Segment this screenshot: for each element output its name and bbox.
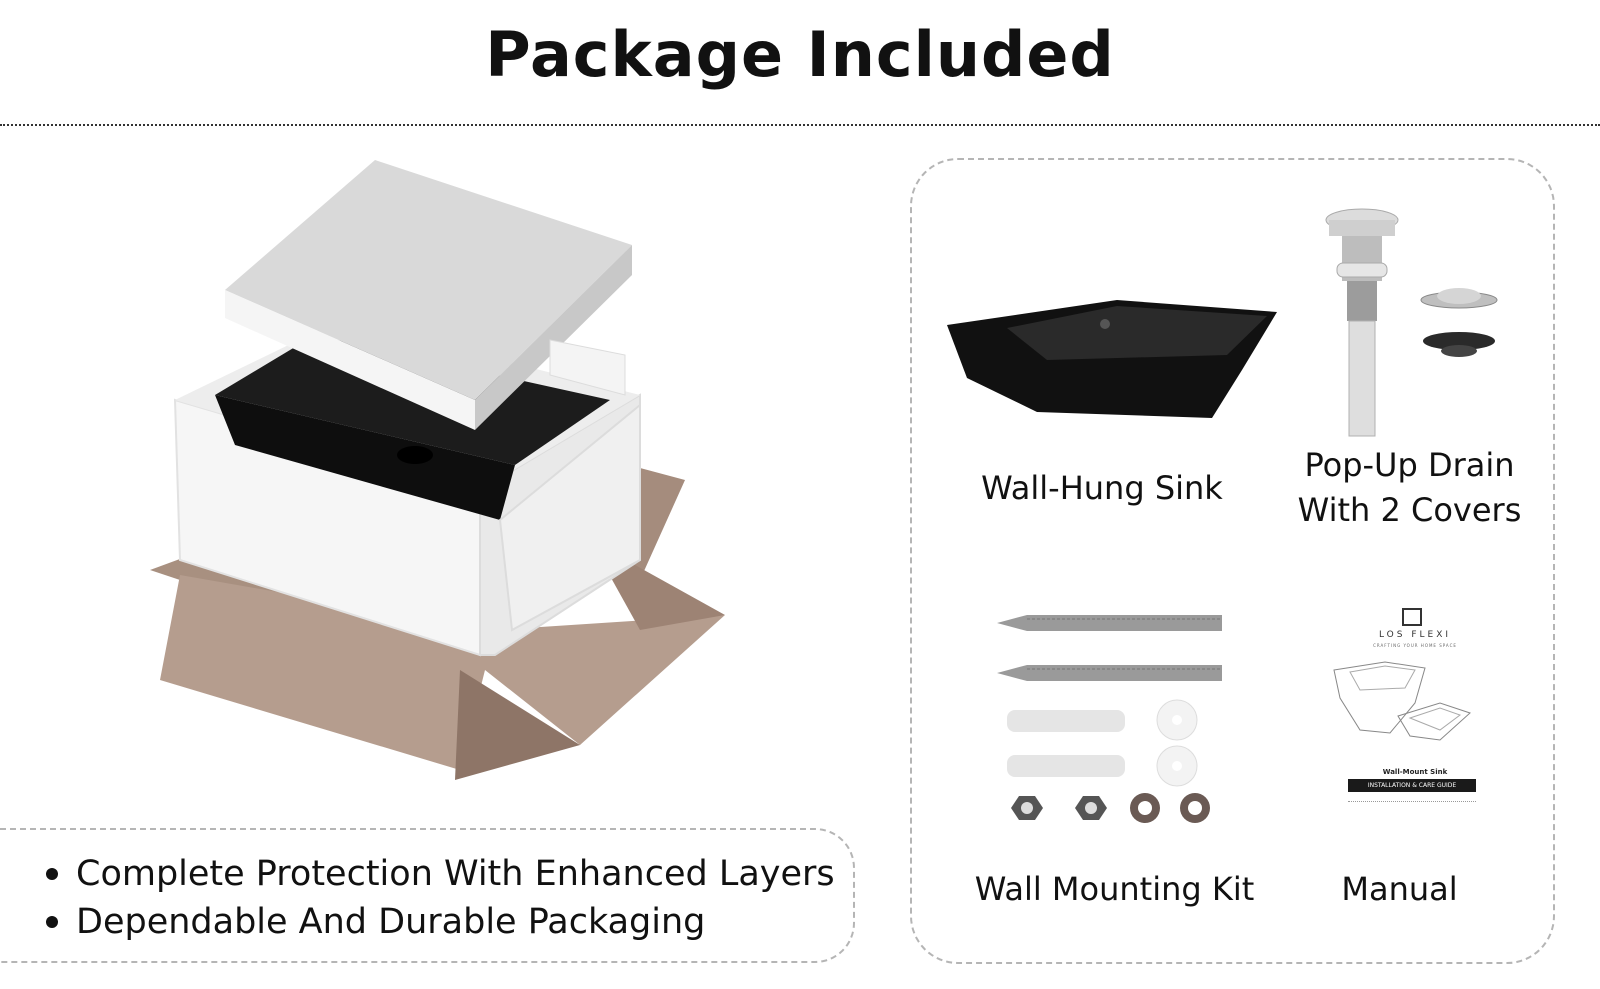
wall-hung-sink-icon xyxy=(947,300,1277,418)
included-items-panel: Wall-Hung Sink Pop-Up Drain With 2 Cover… xyxy=(910,158,1555,964)
bullet-icon xyxy=(46,868,58,880)
feature-item: Dependable And Durable Packaging xyxy=(40,898,853,946)
dotted-divider xyxy=(0,124,1600,126)
mounting-kit-image xyxy=(997,610,1227,834)
wall-mounting-kit-icon xyxy=(997,615,1222,823)
manual-tagline: CRAFTING YOUR HOME SPACE xyxy=(1373,643,1457,648)
drain-label-line2: With 2 Covers xyxy=(1297,491,1522,529)
manual-image: LOS FLEXI CRAFTING YOUR HOME SPACE Wall-… xyxy=(1330,608,1500,818)
feature-list: Complete Protection With Enhanced Layers… xyxy=(0,828,855,963)
feature-item: Complete Protection With Enhanced Layers xyxy=(40,850,853,898)
bullet-icon xyxy=(46,916,58,928)
manual-footer-line xyxy=(1348,801,1476,804)
manual-brand: LOS FLEXI xyxy=(1378,630,1452,640)
drain-image xyxy=(1307,208,1507,442)
manual-sink-sketch-icon xyxy=(1333,661,1471,741)
sink-label: Wall-Hung Sink xyxy=(981,469,1223,507)
page-title: Package Included xyxy=(485,18,1115,91)
box-with-sink-image xyxy=(150,160,725,780)
feature-text: Complete Protection With Enhanced Layers xyxy=(76,854,835,894)
drain-label-line1: Pop-Up Drain xyxy=(1304,446,1515,484)
pop-up-drain-icon xyxy=(1325,208,1498,437)
packaging-illustration xyxy=(140,160,750,800)
sink-image xyxy=(947,300,1282,429)
manual-guide-banner: INSTALLATION & CARE GUIDE xyxy=(1348,779,1476,792)
feature-text: Dependable And Durable Packaging xyxy=(76,902,706,942)
manual-label: Manual xyxy=(1341,870,1458,908)
mounting-kit-label: Wall Mounting Kit xyxy=(974,870,1255,908)
brand-logo-icon xyxy=(1402,608,1422,626)
manual-doc-title: Wall-Mount Sink xyxy=(1382,768,1448,776)
